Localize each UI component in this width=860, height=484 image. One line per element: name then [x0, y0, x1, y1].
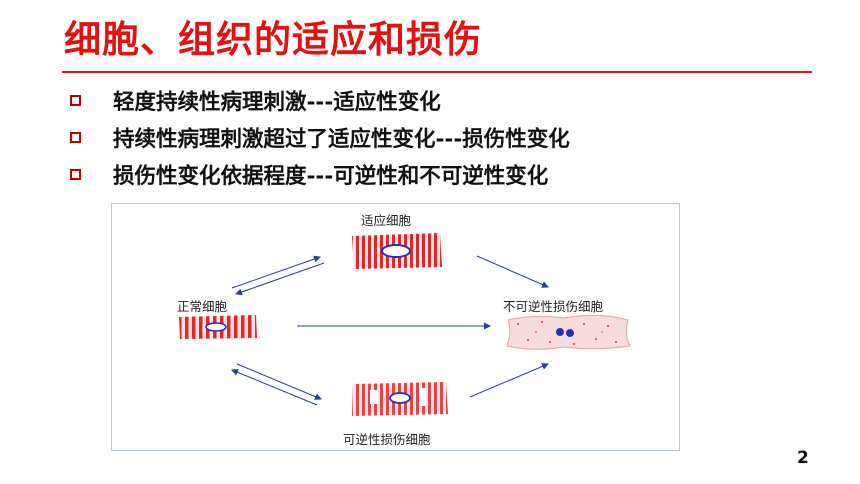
title-divider	[62, 71, 812, 73]
arrow-reversible-to-irreversible	[469, 363, 549, 398]
arrow-normal-to-adapted	[231, 255, 321, 289]
adapted-cell-image	[352, 233, 442, 269]
irreversible-cell-image	[506, 314, 631, 350]
slide-title: 细胞、组织的适应和损伤	[64, 18, 482, 61]
square-bullet-icon	[70, 132, 81, 143]
bullet-list: 轻度持续性病理刺激---适应性变化 持续性病理刺激超过了适应性变化---损伤性变…	[70, 82, 570, 193]
bullet-item: 持续性病理刺激超过了适应性变化---损伤性变化	[70, 119, 570, 156]
arrows-layer	[231, 255, 549, 406]
bullet-text: 损伤性变化依据程度---可逆性和不可逆性变化	[113, 164, 549, 189]
arrow-reversible-to-normal	[231, 369, 318, 406]
arrow-adapted-to-irreversible	[476, 255, 549, 288]
bullet-item: 轻度持续性病理刺激---适应性变化	[70, 82, 570, 119]
square-bullet-icon	[70, 95, 81, 106]
adapted-cell-label: 适应细胞	[361, 213, 412, 228]
normal-cell-label: 正常细胞	[177, 299, 228, 314]
normal-cell-image	[179, 315, 257, 339]
bullet-text: 持续性病理刺激超过了适应性变化---损伤性变化	[113, 127, 570, 152]
arrow-adapted-to-normal	[235, 262, 325, 296]
square-bullet-icon	[70, 169, 81, 180]
cell-transition-figure: 适应细胞 正常细胞 不可逆性损伤细胞 可逆性损伤细胞	[111, 203, 680, 451]
bullet-text: 轻度持续性病理刺激---适应性变化	[113, 90, 441, 115]
arrow-normal-to-reversible	[236, 363, 322, 400]
bullet-item: 损伤性变化依据程度---可逆性和不可逆性变化	[70, 156, 570, 193]
reversible-cell-image	[352, 382, 448, 416]
irreversible-cell-label: 不可逆性损伤细胞	[503, 299, 604, 314]
reversible-cell-label: 可逆性损伤细胞	[343, 432, 431, 447]
page-number: 2	[797, 448, 809, 468]
